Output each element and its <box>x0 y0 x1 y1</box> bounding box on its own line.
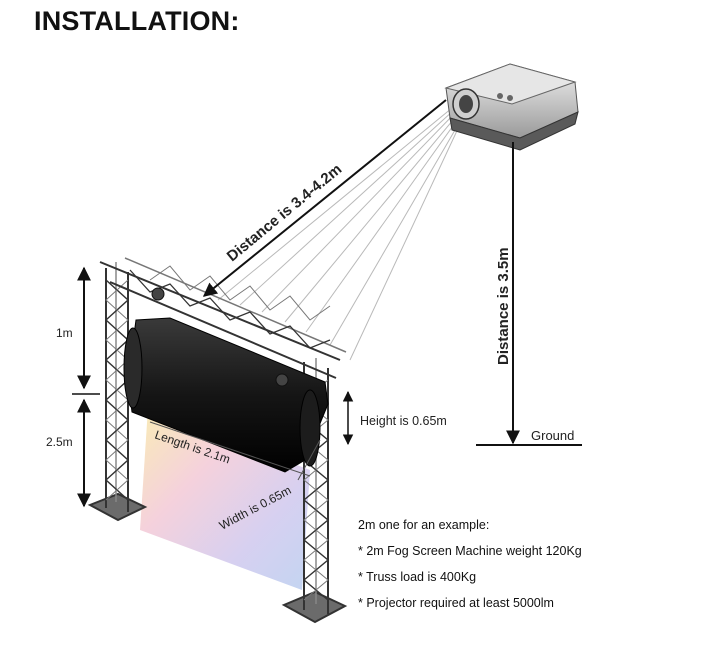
note-item: * Truss load is 400Kg <box>358 570 477 584</box>
fog-machine <box>123 287 329 473</box>
distance-vert-label: Distance is 3.5m <box>495 247 512 365</box>
left-truss <box>87 262 148 522</box>
distance-diag-arrow <box>202 99 447 297</box>
lower-height-label: 2.5m <box>46 435 73 449</box>
page-title: INSTALLATION: <box>34 6 240 36</box>
note-item: * 2m Fog Screen Machine weight 120Kg <box>358 544 582 558</box>
top-truss <box>99 257 347 379</box>
notes-block: 2m one for an example: * 2m Fog Screen M… <box>358 517 582 621</box>
notes-heading: 2m one for an example: <box>358 518 490 532</box>
projector-icon <box>444 63 579 151</box>
projector-rays <box>217 107 463 361</box>
height-label: Height is 0.65m <box>360 414 447 428</box>
clamp-left <box>151 287 165 301</box>
length-guide <box>149 421 311 477</box>
distance-diag-label: Distance is 3.4-4.2m <box>224 161 345 265</box>
upper-height-label: 1m <box>56 326 73 340</box>
ground-label: Ground <box>531 428 574 443</box>
width-guide <box>297 439 321 481</box>
fog-screen <box>140 408 310 590</box>
clamp-right <box>275 373 289 387</box>
note-item: * Projector required at least 5000lm <box>358 596 554 610</box>
